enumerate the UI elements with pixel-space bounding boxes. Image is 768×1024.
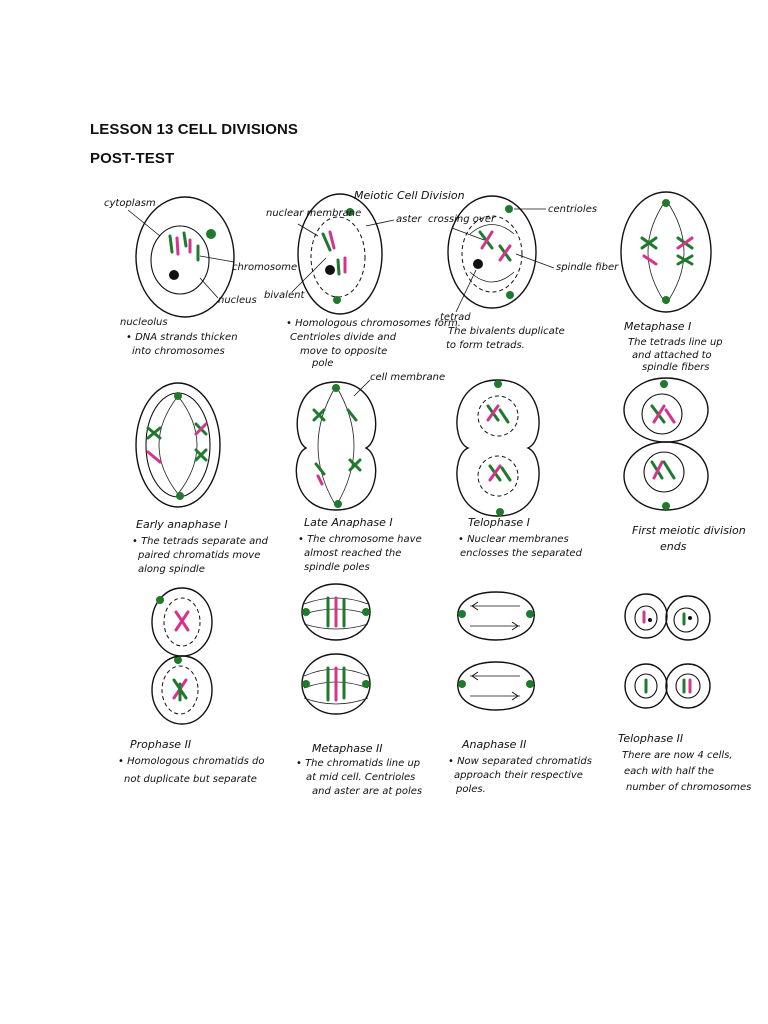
caption-r2c1-line3: along spindle <box>138 564 205 575</box>
caption-r3c1-line2: not duplicate but separate <box>124 774 257 785</box>
caption-r3c2-line1: • The chromatids line up <box>296 758 420 769</box>
caption-r1c4-line3: spindle fibers <box>642 362 709 373</box>
cell-6-late-anaphase-i <box>295 381 377 511</box>
cell-3-crossing-over <box>447 195 537 309</box>
section-title: POST-TEST <box>90 150 175 167</box>
cell-4-metaphase-i <box>620 191 712 313</box>
cell-8-first-division-end <box>623 377 709 511</box>
caption-r3c4-line3: number of chromosomes <box>626 782 751 793</box>
caption-r1c1-line1: • DNA strands thicken <box>126 332 238 343</box>
label-bivalent: bivalent <box>264 290 305 301</box>
cell-11-anaphase-ii <box>457 591 535 711</box>
label-nuclear-membrane: nuclear membrane <box>266 208 361 219</box>
caption-r3c3-line2: approach their respective <box>454 770 583 781</box>
caption-r1c2-line3: move to opposite <box>300 346 387 357</box>
cell-12-telophase-ii <box>624 593 711 709</box>
label-spindle-fiber: spindle fiber <box>556 262 619 273</box>
caption-r1c2-line4: pole <box>311 358 333 369</box>
caption-r1c1-line2: into chromosomes <box>132 346 225 357</box>
caption-r1c3-line2: to form tetrads. <box>446 340 525 351</box>
caption-r3c4-title: Telophase II <box>618 732 683 745</box>
caption-r3c3-title: Anaphase II <box>461 738 526 751</box>
caption-r2c4-line1: First meiotic division <box>632 524 746 537</box>
caption-r2c4-line2: ends <box>660 540 687 553</box>
caption-r3c2-title: Metaphase II <box>312 742 383 755</box>
caption-r2c3-line2: enclosses the separated <box>460 548 583 559</box>
nucleolus-dot <box>169 270 179 280</box>
caption-r1c2-line2: Centrioles divide and <box>290 332 397 343</box>
lesson-title: LESSON 13 CELL DIVISIONS <box>90 121 299 138</box>
label-centrioles: centrioles <box>548 204 597 215</box>
cell-5-early-anaphase-i <box>135 382 221 508</box>
caption-r2c2-line1: • The chromosome have <box>298 534 422 545</box>
cell-9-prophase-ii <box>151 587 213 725</box>
caption-r1c2-line1: • Homologous chromosomes form. <box>286 318 461 329</box>
caption-r1c3-line1: The bivalents duplicate <box>448 326 565 337</box>
label-cell-membrane: cell membrane <box>370 372 445 383</box>
label-nucleolus: nucleolus <box>120 317 168 328</box>
caption-r3c4-line1: There are now 4 cells, <box>622 750 733 761</box>
caption-r1c4-title: Metaphase I <box>624 320 691 333</box>
figure-title: Meiotic Cell Division <box>354 189 465 202</box>
caption-r2c3-title: Telophase I <box>468 516 530 529</box>
caption-r3c3-line3: poles. <box>455 784 486 795</box>
caption-r2c1-line1: • The tetrads separate and <box>132 536 269 547</box>
caption-r2c1-line2: paired chromatids move <box>137 550 260 561</box>
caption-r3c2-line2: at mid cell. Centrioles <box>306 772 415 783</box>
caption-r2c3-line1: • Nuclear membranes <box>458 534 569 545</box>
caption-r2c2-line2: almost reached the <box>304 548 401 559</box>
label-tetrad: tetrad <box>440 312 471 323</box>
label-cytoplasm: cytoplasm <box>104 198 156 209</box>
label-aster: aster <box>396 214 422 225</box>
caption-r2c2-title: Late Anaphase I <box>304 516 393 529</box>
label-chromosome: chromosome <box>232 262 297 273</box>
caption-r1c4-line1: The tetrads line up <box>628 337 723 348</box>
caption-r3c3-line1: • Now separated chromatids <box>448 756 592 767</box>
caption-r2c1-title: Early anaphase I <box>136 518 228 531</box>
cell-7-telophase-i <box>456 379 540 517</box>
cell-2-prophase-late <box>297 193 383 315</box>
caption-r1c4-line2: and attached to <box>632 350 712 361</box>
cell-10-metaphase-ii <box>301 583 371 715</box>
caption-r3c4-line2: each with half the <box>624 766 714 777</box>
caption-r3c2-line3: and aster are at poles <box>312 786 422 797</box>
cell-1-prophase <box>135 196 235 318</box>
label-nucleus: nucleus <box>218 295 257 306</box>
caption-r2c2-line3: spindle poles <box>304 562 370 573</box>
label-crossing-over-1: crossing over <box>428 214 496 225</box>
caption-r3c1-title: Prophase II <box>130 738 191 751</box>
caption-r3c1-line1: • Homologous chromatids do <box>118 756 265 767</box>
